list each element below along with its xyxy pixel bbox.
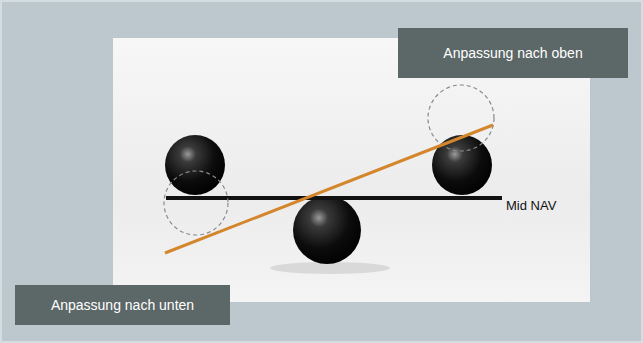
callout-box: Anpassung nach oben (398, 28, 628, 78)
dashed-circle-down (164, 171, 228, 235)
level-label: Mid NAV (506, 198, 556, 213)
dashed-circle-up (428, 85, 494, 151)
seesaw-bar (166, 196, 502, 200)
left-sphere (165, 135, 225, 195)
pivot-sphere (293, 196, 361, 264)
callout-box: Anpassung nach unten (15, 285, 230, 325)
callout-text: Anpassung nach oben (431, 45, 594, 61)
callout-text: Anpassung nach unten (39, 297, 206, 313)
trend-line (165, 125, 493, 253)
